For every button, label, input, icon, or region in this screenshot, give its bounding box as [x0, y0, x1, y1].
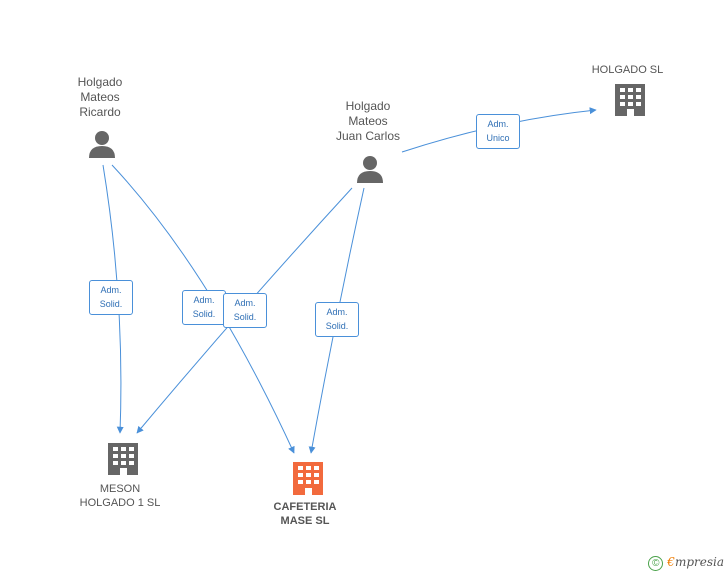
node-label-line: MASE SL [280, 515, 330, 527]
node-label-line: HOLGADO 1 SL [79, 497, 161, 509]
edge-label-adm-solid[interactable]: Adm. Solid. [315, 302, 359, 337]
person-icon [357, 156, 383, 183]
node-label-line: Holgado [345, 99, 391, 113]
edge-label-line: Adm. [234, 298, 256, 308]
edge-label-adm-solid[interactable]: Adm. Solid. [182, 290, 226, 325]
edge-label-line: Adm. [326, 307, 348, 317]
node-label-line: Juan Carlos [335, 129, 401, 143]
brand-name: €mpresia [667, 555, 724, 569]
edge-label-line: Adm. [487, 119, 509, 129]
edge-label-line: Adm. [193, 295, 215, 305]
brand-rest: mpresia [674, 555, 724, 569]
node-label-holgado-sl[interactable]: HOLGADO SL [580, 63, 675, 77]
edge-label-line: Unico [486, 133, 510, 143]
person-icon [89, 131, 115, 158]
node-label-meson[interactable]: MESON HOLGADO 1 SL [65, 482, 175, 510]
building-icon [615, 84, 645, 116]
edge-label-line: Adm. [100, 285, 122, 295]
footer-brand[interactable]: ©€mpresia [648, 555, 724, 571]
building-icon [108, 443, 138, 475]
edge-label-adm-unico[interactable]: Adm. Unico [476, 114, 520, 149]
edge-ricardo-cafeteria [111, 164, 295, 454]
node-label-line: Holgado [77, 75, 123, 89]
node-label-line: Ricardo [79, 105, 121, 119]
edge-label-line: Solid. [325, 321, 349, 331]
node-label-line: Mateos [348, 114, 388, 128]
node-label-ricardo[interactable]: Holgado Mateos Ricardo [50, 75, 150, 120]
edge-label-line: Solid. [192, 309, 216, 319]
edge-label-line: Solid. [99, 299, 123, 309]
node-label-line: Mateos [80, 90, 120, 104]
edge-label-adm-solid[interactable]: Adm. Solid. [89, 280, 133, 315]
edge-label-line: Solid. [233, 312, 257, 322]
node-label-line: CAFETERIA [273, 501, 337, 513]
node-label-cafeteria[interactable]: CAFETERIA MASE SL [255, 500, 355, 528]
node-label-line: MESON [99, 483, 141, 495]
copyright-icon: © [648, 556, 664, 571]
brand-e: € [667, 555, 675, 569]
edge-label-adm-solid[interactable]: Adm. Solid. [223, 293, 267, 328]
node-label-juan-carlos[interactable]: Holgado Mateos Juan Carlos [318, 99, 418, 144]
building-icon-highlight [293, 462, 323, 495]
node-label-line: HOLGADO SL [591, 64, 664, 76]
